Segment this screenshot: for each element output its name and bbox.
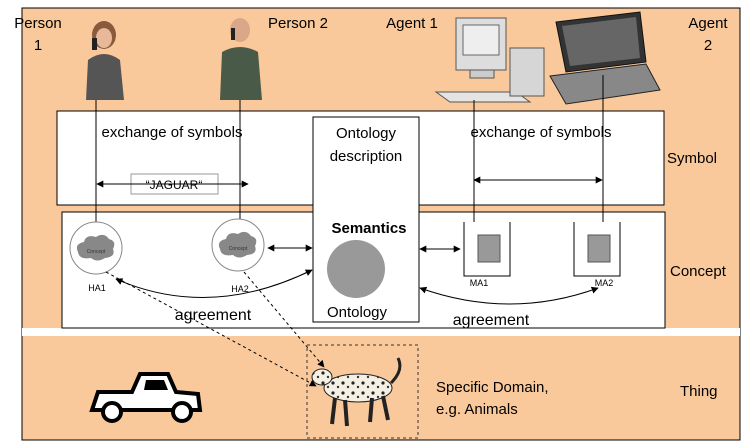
agreement-right-label: agreement	[453, 312, 530, 329]
dashed-arrow-ha1-jaguar	[105, 271, 317, 387]
agreement-arc-right	[419, 286, 599, 305]
jaguar-image-frame	[306, 344, 419, 439]
exchange-of-symbols-left: exchange of symbols	[102, 124, 243, 141]
ha1-label: HA1	[88, 283, 106, 293]
ma2-label: MA2	[595, 278, 614, 288]
layer-label-thing: Thing	[680, 383, 718, 400]
background-gap	[22, 328, 740, 336]
domain-label-line1: Specific Domain,	[436, 379, 549, 396]
domain-label-line2: e.g. Animals	[436, 401, 518, 418]
semantics-label: Semantics	[331, 220, 406, 237]
ha1-concept-cloud-text: Concept	[87, 249, 106, 255]
ma2-square	[587, 234, 611, 263]
person2-figure	[220, 18, 262, 100]
person1-figure	[86, 21, 124, 100]
vintage-car-icon	[89, 372, 203, 423]
ma1-label: MA1	[470, 278, 489, 288]
dashed-arrow-ha2-jaguar	[243, 271, 325, 368]
ontology-label: Ontology	[327, 304, 388, 321]
ha2-concept-cloud-icon	[218, 231, 257, 258]
exchange-of-symbols-right: exchange of symbols	[471, 124, 612, 141]
agent2-laptop-icon	[549, 11, 661, 105]
ha1-concept-cloud-icon	[76, 234, 115, 261]
agent1-label: Agent 1	[386, 15, 438, 32]
ontology-description-line2: description	[330, 148, 403, 165]
ha2-label: HA2	[231, 284, 249, 294]
agreement-arc-left	[115, 269, 313, 298]
jaguar-image	[311, 357, 402, 427]
ontology-circle	[327, 240, 385, 298]
ontology-description-line1: Ontology	[336, 125, 397, 142]
jaguar-word: “JAGUAR“	[146, 178, 203, 192]
ha2-concept-cloud-text: Concept	[229, 246, 248, 252]
ma1-square	[477, 234, 501, 263]
layer-label-symbol: Symbol	[667, 150, 717, 167]
agent1-computer-icon	[434, 17, 545, 103]
layer-label-concept: Concept	[670, 263, 727, 280]
person2-label: Person 2	[268, 15, 328, 32]
agreement-left-label: agreement	[175, 307, 252, 324]
